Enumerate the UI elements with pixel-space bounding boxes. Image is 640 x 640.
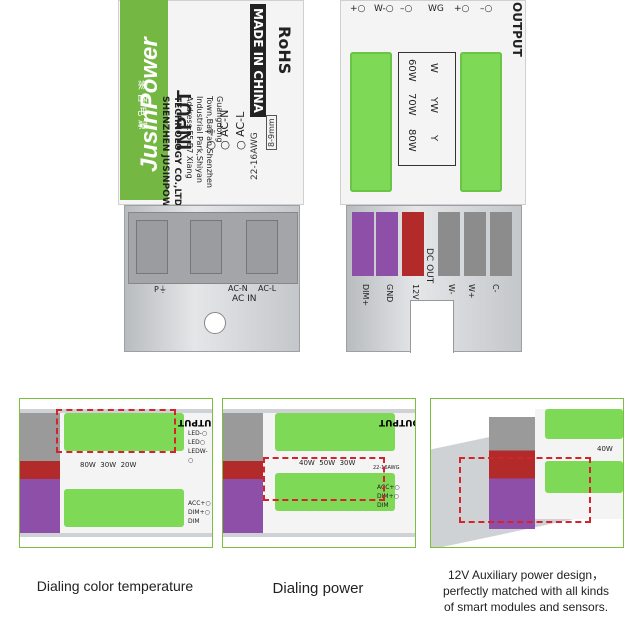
terminal-lever-1 — [136, 220, 168, 274]
panel1-rows: LED-○ LED○ LEDW-○ — [188, 430, 208, 464]
terminal-purple-1[interactable] — [352, 212, 374, 276]
right-terminals — [350, 212, 518, 282]
cct-dial-switch[interactable] — [350, 52, 392, 192]
panel3-watts: 40W — [597, 445, 613, 453]
panel2-highlight — [263, 457, 385, 501]
panel2-output: OUTPUT — [379, 417, 415, 427]
terminal-lever-3 — [246, 220, 278, 274]
output-title: OUTPUT — [510, 2, 524, 57]
panel3-highlight — [459, 457, 591, 523]
dial-table: W YW Y 60W 70W 80W — [398, 52, 456, 166]
panel-auxiliary: 40W — [430, 398, 624, 548]
power-dial-switch[interactable] — [460, 52, 502, 192]
panel-power: OUTPUT 40W 50W 30W 22-16AWG ACC+○ DIM+○ … — [222, 398, 416, 548]
terminal-grey-1[interactable] — [438, 212, 460, 276]
right-device: +○ W-○ –○ WG +○ –○ OUTPUT W YW Y 60W 70W… — [340, 0, 526, 353]
panel3-terminals — [489, 417, 535, 529]
brand-strip — [120, 0, 168, 200]
terminal-grey-2[interactable] — [464, 212, 486, 276]
caption-auxiliary: 12V Auxiliary power design， perfectly ma… — [442, 568, 610, 614]
strip-text: 8-9mm — [266, 115, 277, 150]
terminal-label-acl: AC-L — [258, 284, 277, 293]
company-line-1: SHENZHEN JUSINPOWER — [160, 96, 170, 220]
address-line-1: Address:F5,B7 Xiang — [185, 96, 194, 179]
panel3-green-top[interactable] — [545, 409, 623, 439]
company-line-2: TECHNOLOGY CO.,LTD — [172, 96, 182, 207]
panel1-green-top[interactable] — [64, 413, 184, 451]
terminal-label-pe: P⏚ — [154, 285, 167, 294]
panel2-terminals — [223, 413, 265, 533]
terminal-red[interactable] — [402, 212, 424, 276]
panel2-green-bottom[interactable] — [275, 473, 395, 511]
dc-out-label: DC OUT — [424, 248, 434, 284]
left-device: JusinPower 聚 音 电 源 聚 音 电 源 INPUT ○ ⏚ ○ A… — [118, 0, 304, 352]
panel1-green-bottom[interactable] — [64, 489, 184, 527]
panel1-rows-bottom: ACC+○ DIM+○ DIM — [188, 500, 211, 525]
address-line-4: Guangdong — [215, 96, 224, 143]
panel1-watts: 80W 30W 20W — [80, 461, 137, 469]
panel3-green-bottom[interactable] — [545, 461, 623, 493]
panel2-watts: 40W 50W 30W — [299, 459, 356, 467]
panel2-awg: 22-16AWG — [373, 465, 400, 471]
panel2-green-top[interactable] — [275, 413, 395, 451]
terminal-grey-3[interactable] — [490, 212, 512, 276]
caption-power: Dialing power — [272, 580, 364, 597]
panel-color-temperature: OUTPUT 80W 30W 20W LED-○ LED○ LEDW-○ ACC… — [19, 398, 213, 548]
rohs-mark: RoHS — [275, 26, 294, 75]
address-line-3: Town,Bao'an,Shenzhen — [205, 96, 214, 188]
ac-in-label: AC IN — [232, 294, 257, 304]
terminal-lever-2 — [190, 220, 222, 274]
made-in-badge: MADE IN CHINA — [250, 4, 266, 117]
terminal-purple-2[interactable] — [376, 212, 398, 276]
output-top-labels: +○ W-○ –○ WG +○ –○ — [350, 4, 493, 14]
panel1-output: OUTPUT — [178, 417, 212, 427]
terminal-label-acn: AC-N — [228, 284, 248, 293]
panel2-rows-bottom: ACC+○ DIM+○ DIM — [377, 484, 400, 509]
mount-hole — [204, 312, 226, 334]
right-slot-notch — [410, 300, 454, 353]
panel1-highlight — [56, 409, 176, 453]
address-line-2: Industrial Park,Shiyan — [195, 96, 204, 183]
awg-text: 22-16AWG — [250, 132, 260, 180]
panel1-terminals — [20, 413, 62, 533]
brand-chinese-visible: 聚 音 电 源 — [136, 80, 147, 130]
caption-color-temperature: Dialing color temperature — [36, 578, 194, 594]
